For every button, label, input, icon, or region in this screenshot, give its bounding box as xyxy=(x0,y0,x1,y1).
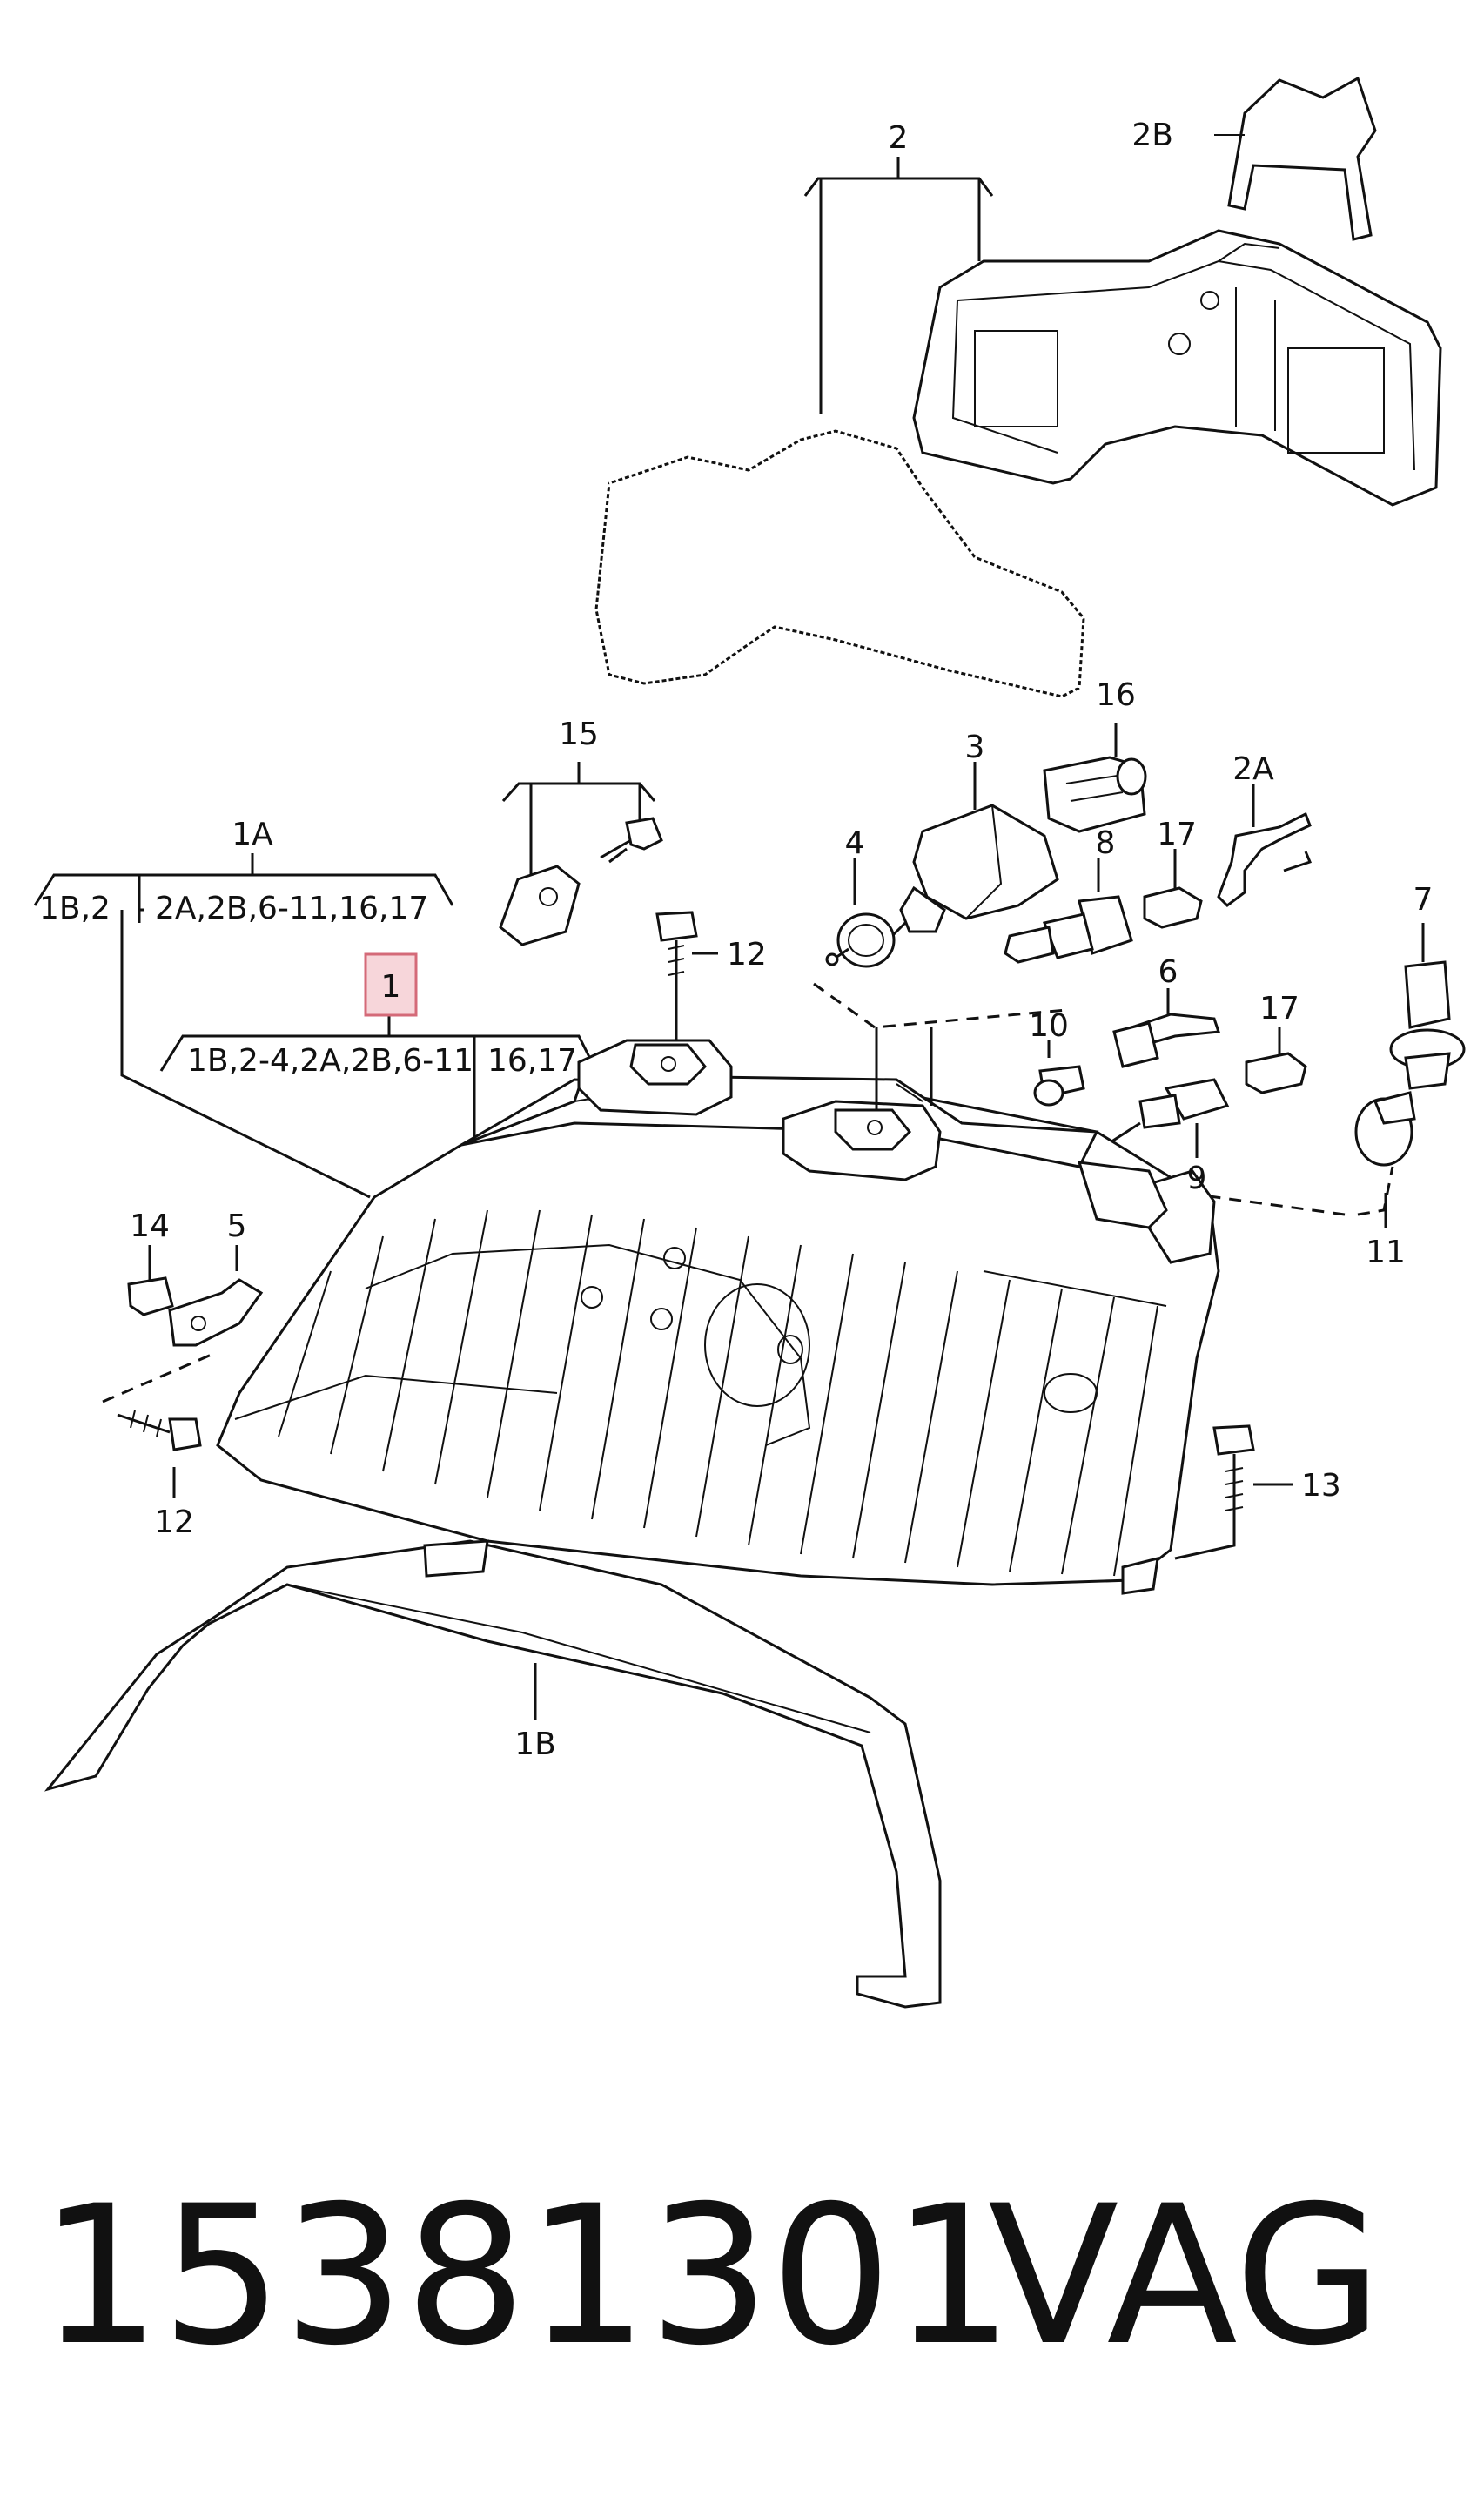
part-3-motor xyxy=(869,762,1059,959)
label-7: 7 xyxy=(1413,882,1434,918)
label-2B: 2B xyxy=(1131,118,1173,153)
label-3: 3 xyxy=(965,730,985,765)
part-17-clip-b xyxy=(1245,1027,1307,1094)
part-12-screw-bottom xyxy=(117,1410,202,1498)
part-13-screw xyxy=(1174,1424,1293,1560)
label-4: 4 xyxy=(845,825,865,861)
label-13: 13 xyxy=(1301,1468,1341,1504)
label-1: 1 xyxy=(381,969,401,1005)
label-8: 8 xyxy=(1096,825,1116,861)
callout-labels: 2 2B 15 16 3 2A 4 8 17 7 1A 1B,2 2A,2B,6… xyxy=(39,118,1433,1762)
part-8-bulb xyxy=(1004,858,1133,964)
brand-name: VAG xyxy=(988,2164,1383,2387)
part-11-bulb xyxy=(1183,1091,1416,1228)
label-12-top: 12 xyxy=(727,937,767,973)
label-15: 15 xyxy=(559,717,599,752)
part-5-bracket xyxy=(168,1245,264,1347)
part-15-fastener xyxy=(499,762,663,946)
part-7-socket xyxy=(1389,923,1466,1090)
label-17-a: 17 xyxy=(1157,817,1197,852)
item-1-highlight xyxy=(364,952,418,1017)
label-1A: 1A xyxy=(232,817,273,852)
label-11: 11 xyxy=(1366,1235,1406,1270)
label-9: 9 xyxy=(1187,1161,1207,1196)
label-6: 6 xyxy=(1158,954,1178,990)
label-12-bottom: 12 xyxy=(154,1504,194,1540)
part-4-ring xyxy=(825,858,896,968)
label-1A-left: 1B,2 xyxy=(39,891,111,926)
part-2-cover xyxy=(912,229,1442,507)
label-1B: 1B xyxy=(514,1727,556,1762)
label-1-right: 16,17 xyxy=(487,1043,577,1079)
label-10: 10 xyxy=(1029,1008,1069,1044)
part-2B-cap xyxy=(1214,76,1377,241)
screw-12-guide xyxy=(102,1352,214,1403)
part-6-socket xyxy=(1112,988,1221,1068)
part-10-bulb xyxy=(1033,1040,1085,1107)
bracket-1A xyxy=(33,853,454,1199)
part-number: 15381301 xyxy=(39,2164,1014,2387)
label-2A: 2A xyxy=(1232,751,1274,787)
part-12-screw-top xyxy=(655,911,718,1053)
label-5: 5 xyxy=(227,1208,247,1244)
label-14: 14 xyxy=(130,1208,170,1244)
part-17-clip-a xyxy=(1143,849,1203,929)
label-1-left: 1B,2-4,2A,2B,6-11 xyxy=(187,1043,473,1079)
bracket-1 xyxy=(159,1014,598,1141)
label-16: 16 xyxy=(1096,677,1136,713)
label-2: 2 xyxy=(889,120,909,156)
part-14-clip xyxy=(127,1245,174,1316)
label-1A-right: 2A,2B,6-11,16,17 xyxy=(155,891,428,926)
part-1-headlight xyxy=(216,982,1220,1595)
part-2A-bracket xyxy=(1217,784,1313,907)
label-17-b: 17 xyxy=(1259,991,1299,1027)
part-2-gasket xyxy=(588,423,1091,704)
part-1B-trim xyxy=(44,1539,942,2009)
bracket-2 xyxy=(803,157,994,414)
part-16-connector xyxy=(1043,723,1147,833)
